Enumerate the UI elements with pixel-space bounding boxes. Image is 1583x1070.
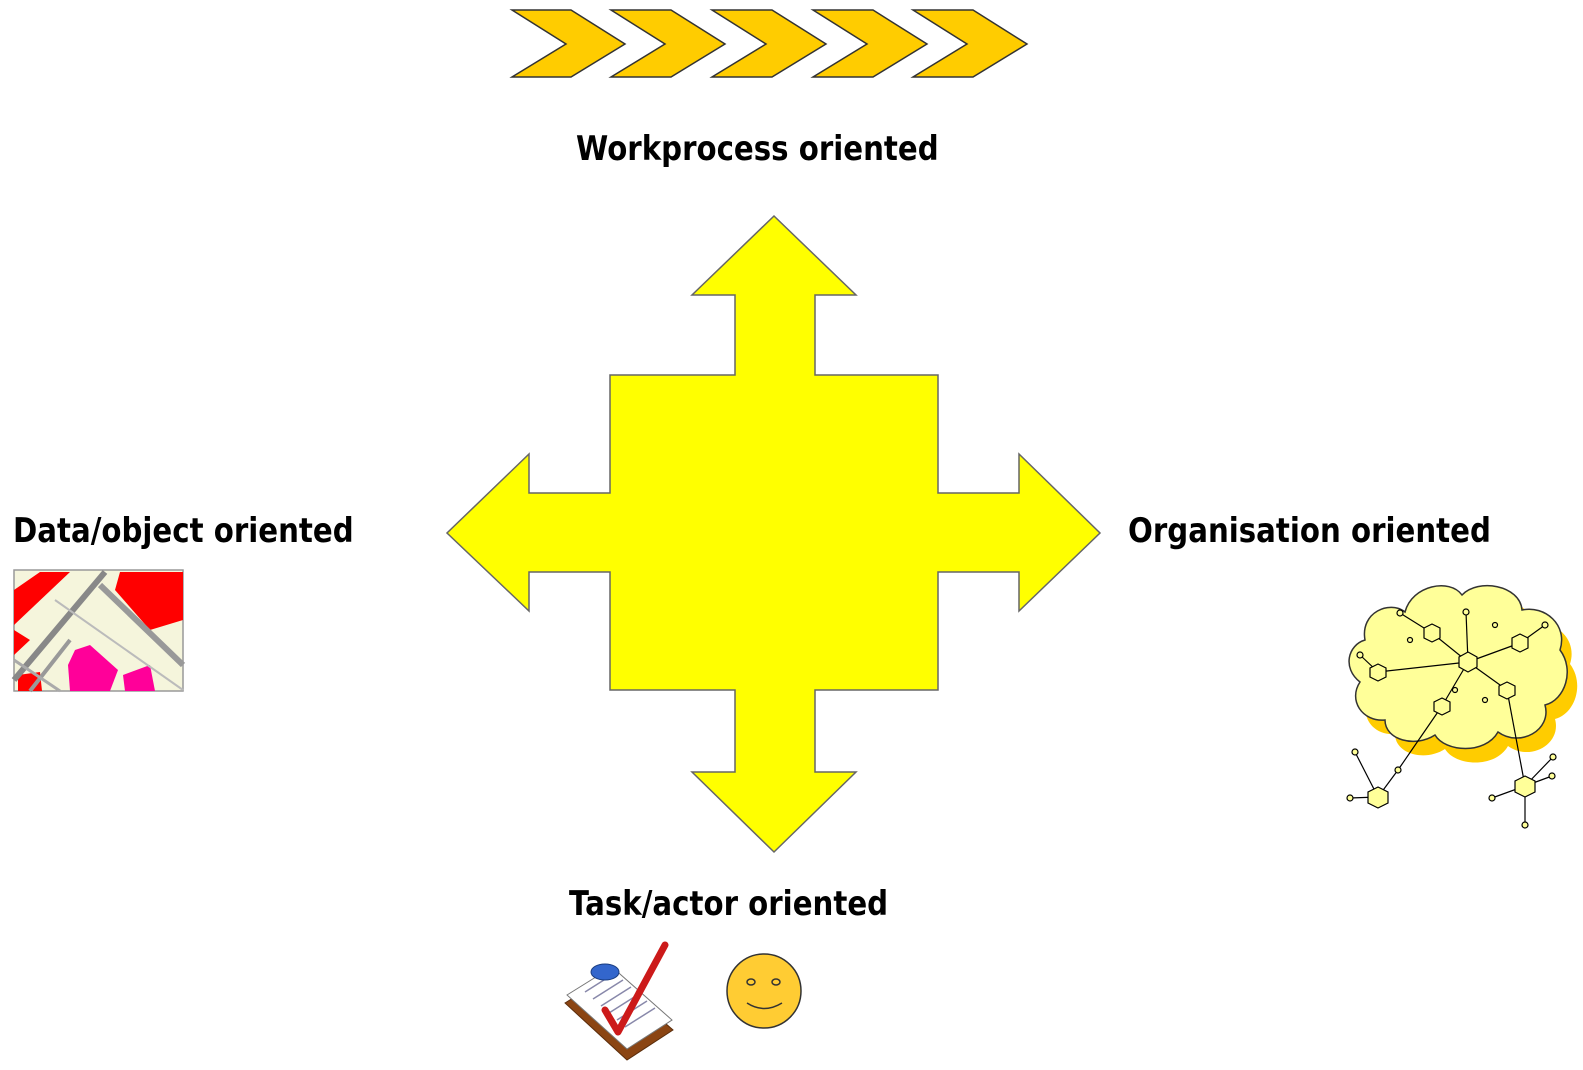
organisation-oriented-label: Organisation oriented (1128, 511, 1491, 551)
clipboard-checklist-icon (564, 941, 674, 1061)
chevron-1 (509, 9, 627, 78)
chevron-5 (910, 9, 1029, 78)
smiley-face-icon (726, 953, 802, 1029)
network-cloud-icon (1346, 584, 1578, 829)
map-icon (11, 569, 186, 693)
data-object-oriented-label: Data/object oriented (13, 511, 354, 551)
chevron-2 (608, 9, 727, 78)
workprocess-oriented-label: Workprocess oriented (576, 129, 939, 169)
chevron-3 (709, 9, 828, 78)
task-actor-oriented-label: Task/actor oriented (569, 884, 889, 924)
process-chevron-icon (509, 9, 1029, 78)
four-way-arrow (445, 214, 1102, 854)
chevron-4 (810, 9, 929, 78)
